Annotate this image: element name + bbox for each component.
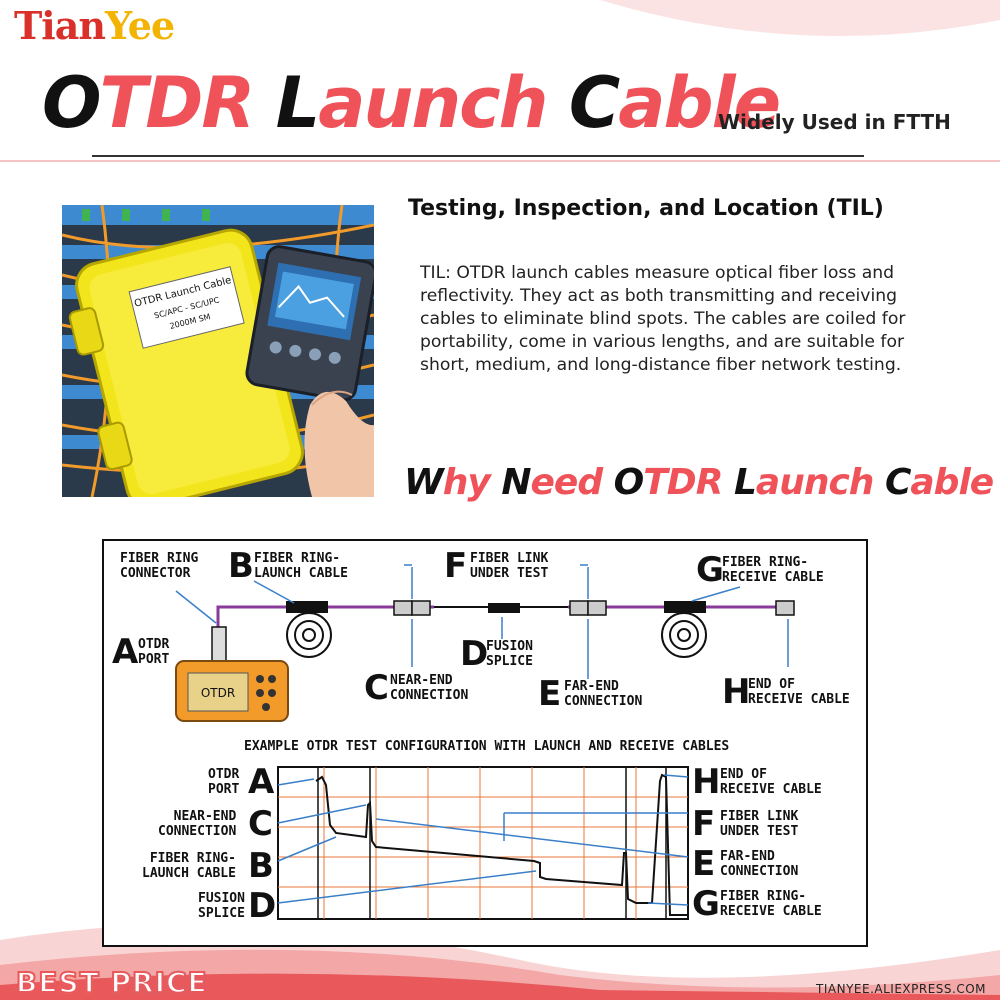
- trace-label-left-1: OTDR PORT: [208, 767, 240, 797]
- letter-G: G: [696, 550, 724, 590]
- label-F: FIBER LINK UNDER TEST: [470, 551, 549, 581]
- why-letter: W: [404, 462, 444, 503]
- trace-letter-left-4: D: [248, 886, 277, 926]
- letter-D: D: [460, 634, 489, 674]
- why-word: able ?: [910, 462, 1000, 503]
- otdr-configuration-diagram: OTDR FIBER RING CONNE: [102, 539, 868, 947]
- trace-letter-right-4: G: [692, 884, 720, 924]
- label-B: FIBER RING- LAUNCH CABLE: [254, 551, 348, 581]
- letter-F: F: [444, 546, 468, 586]
- label-E: FAR-END CONNECTION: [564, 679, 643, 709]
- title-letter: C: [568, 62, 620, 144]
- letter-C: C: [364, 668, 389, 708]
- label-C: NEAR-END CONNECTION: [390, 673, 469, 703]
- title-letter: O: [42, 62, 101, 144]
- trace-letter-left-3: B: [248, 846, 274, 886]
- label-A: OTDR PORT: [138, 637, 170, 667]
- why-word: eed: [530, 462, 614, 503]
- why-word: hy: [442, 462, 502, 503]
- otdr-device-label: OTDR: [201, 686, 235, 700]
- trace-label-right-2: FIBER LINK UNDER TEST: [720, 809, 799, 839]
- trace-label-left-4: FUSION SPLICE: [198, 891, 245, 921]
- title-divider: [92, 155, 864, 157]
- trace-label-right-4: FIBER RING- RECEIVE CABLE: [720, 889, 822, 919]
- why-word: TDR: [643, 462, 734, 503]
- title-word: aunch: [318, 62, 548, 144]
- product-photo: OTDR Launch Cable SC/APC - SC/UPC 2000M …: [62, 205, 374, 497]
- why-letter: N: [501, 462, 531, 503]
- best-price-badge: BEST PRICE: [15, 965, 208, 1000]
- header-divider: [0, 160, 1000, 162]
- letter-B: B: [228, 546, 254, 586]
- title-word: able: [618, 62, 781, 144]
- store-url: TIANYEE.ALIEXPRESS.COM: [816, 982, 986, 996]
- diagram-drawing: OTDR: [175, 564, 795, 920]
- description-paragraph: TIL: OTDR launch cables measure optical …: [420, 263, 906, 375]
- trace-letter-right-2: F: [692, 804, 716, 844]
- best-price-text: BEST PRICE: [15, 965, 208, 1000]
- trace-label-left-3: FIBER RING- LAUNCH CABLE: [142, 851, 236, 881]
- subtitle: Widely Used in FTTH: [718, 110, 951, 134]
- trace-label-right-1: END OF RECEIVE CABLE: [720, 767, 822, 797]
- title-letter: L: [275, 62, 321, 144]
- title-word: TDR: [99, 62, 256, 144]
- why-letter: O: [613, 462, 645, 503]
- trace-letter-right-1: H: [692, 762, 721, 802]
- label-H: END OF RECEIVE CABLE: [748, 677, 850, 707]
- page-title: OTDR Launch Cable: [42, 58, 781, 148]
- brand-part1: Tian: [14, 3, 106, 48]
- trace-label-right-3: FAR-END CONNECTION: [720, 849, 799, 879]
- label-D: FUSION SPLICE: [486, 639, 533, 669]
- brand-part2: Yee: [104, 3, 175, 48]
- why-word: aunch: [755, 462, 885, 503]
- trace-label-left-2: NEAR-END CONNECTION: [158, 809, 237, 839]
- letter-H: H: [722, 672, 751, 712]
- section-heading: Testing, Inspection, and Location (TIL): [408, 196, 884, 221]
- brand-logo: TianYee: [14, 3, 175, 48]
- letter-A: A: [112, 632, 139, 672]
- why-heading: Why Need OTDR Launch Cable ?: [404, 462, 1000, 503]
- why-letter: L: [733, 462, 757, 503]
- letter-E: E: [538, 674, 562, 714]
- why-letter: C: [884, 462, 911, 503]
- trace-letter-left-1: A: [248, 762, 275, 802]
- label-G: FIBER RING- RECEIVE CABLE: [722, 555, 824, 585]
- trace-letter-left-2: C: [248, 804, 273, 844]
- trace-letter-right-3: E: [692, 844, 716, 884]
- label-fiber-ring-connector: FIBER RING CONNECTOR: [120, 551, 199, 581]
- config-title: EXAMPLE OTDR TEST CONFIGURATION WITH LAU…: [244, 739, 730, 754]
